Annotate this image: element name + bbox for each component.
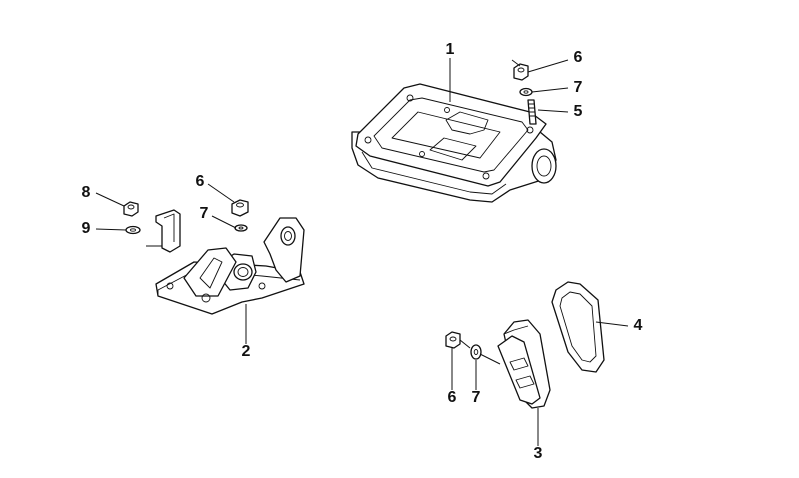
callout-7-top: 7 (573, 79, 583, 96)
part-6-nut-top (511, 59, 529, 81)
callout-9: 9 (81, 220, 91, 237)
part-3-plate (497, 319, 551, 409)
callout-7-bottom: 7 (471, 389, 481, 406)
callout-1: 1 (445, 41, 455, 58)
callout-6-bottom: 6 (447, 389, 457, 406)
callout-6-left: 6 (195, 173, 205, 190)
leader-lines (95, 58, 629, 446)
part-7-washer-top (519, 87, 533, 97)
part-1-housing (351, 83, 557, 203)
part-6-nut-left (231, 199, 249, 217)
callout-7-left: 7 (199, 205, 209, 222)
part-8-nut (123, 201, 139, 217)
part-7-washer-bottom (470, 344, 482, 360)
callout-2: 2 (241, 343, 251, 360)
part-4-gasket (551, 281, 605, 373)
part-6-nut-bottom (445, 331, 461, 349)
callout-6-top: 6 (573, 49, 583, 66)
callout-8: 8 (81, 184, 91, 201)
callout-3: 3 (533, 445, 543, 462)
callout-5: 5 (573, 103, 583, 120)
callout-4: 4 (633, 317, 643, 334)
part-bracket-clip (146, 209, 181, 253)
part-5-stud (527, 99, 537, 125)
part-2-bracket (155, 217, 305, 315)
part-9-washer (125, 225, 141, 235)
part-7-washer-left (234, 224, 248, 232)
